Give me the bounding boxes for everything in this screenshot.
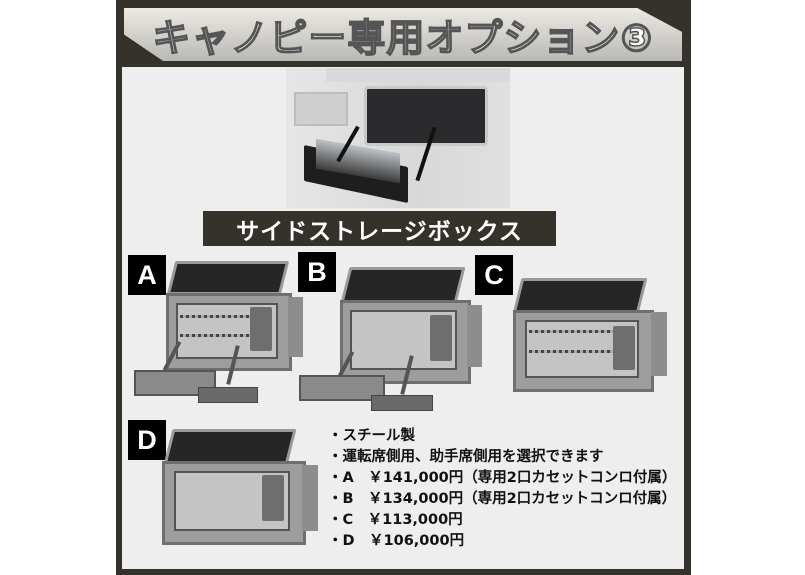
box-lid	[166, 261, 290, 295]
truck-window	[294, 92, 348, 126]
price-b: ・B ￥134,000円（専用2口カセットコンロ付属）	[328, 491, 677, 507]
box-interior	[174, 471, 290, 531]
price-c: ・C ￥113,000円	[328, 512, 463, 528]
stove-unit	[299, 375, 385, 401]
variant-a-illustration	[128, 255, 303, 405]
rail	[180, 334, 250, 337]
product-photo	[286, 68, 510, 208]
stove-shelf	[371, 395, 433, 411]
rail	[529, 330, 615, 333]
box-lid	[163, 429, 297, 465]
variant-d-illustration	[150, 425, 325, 555]
variant-tag-d: D	[128, 420, 166, 460]
side-plate	[250, 307, 272, 351]
variant-tag-a: A	[128, 255, 166, 295]
title-banner	[124, 8, 682, 61]
side-plate	[430, 315, 452, 361]
box-lid	[512, 278, 648, 314]
variant-tag-b: B	[298, 252, 336, 292]
box-lid	[340, 267, 466, 303]
box-side	[288, 297, 303, 357]
side-plate	[262, 475, 284, 521]
variant-c-illustration	[505, 272, 675, 402]
section-label: サイドストレージボックス	[203, 211, 556, 246]
rail	[180, 315, 250, 318]
box-side	[302, 465, 318, 531]
box-side	[651, 312, 667, 376]
page-title: キャノピー専用オプション③	[152, 15, 654, 61]
side-plate	[613, 326, 635, 370]
canopy-roof	[326, 68, 510, 82]
price-d: ・D ￥106,000円	[328, 533, 465, 549]
box-side	[467, 305, 482, 367]
variant-b-illustration	[295, 255, 490, 415]
spec-side-option: ・運転席側用、助手席側用を選択できます	[328, 449, 604, 465]
variant-tag-c: C	[475, 255, 513, 295]
spec-material: ・スチール製	[328, 428, 415, 444]
price-a: ・A ￥141,000円（専用2口カセットコンロ付属）	[328, 470, 677, 486]
spec-list: ・スチール製 ・運転席側用、助手席側用を選択できます ・A ￥141,000円（…	[328, 426, 676, 552]
stove-shelf	[198, 387, 258, 403]
rail	[529, 350, 615, 353]
open-storage-hatch	[364, 86, 488, 146]
